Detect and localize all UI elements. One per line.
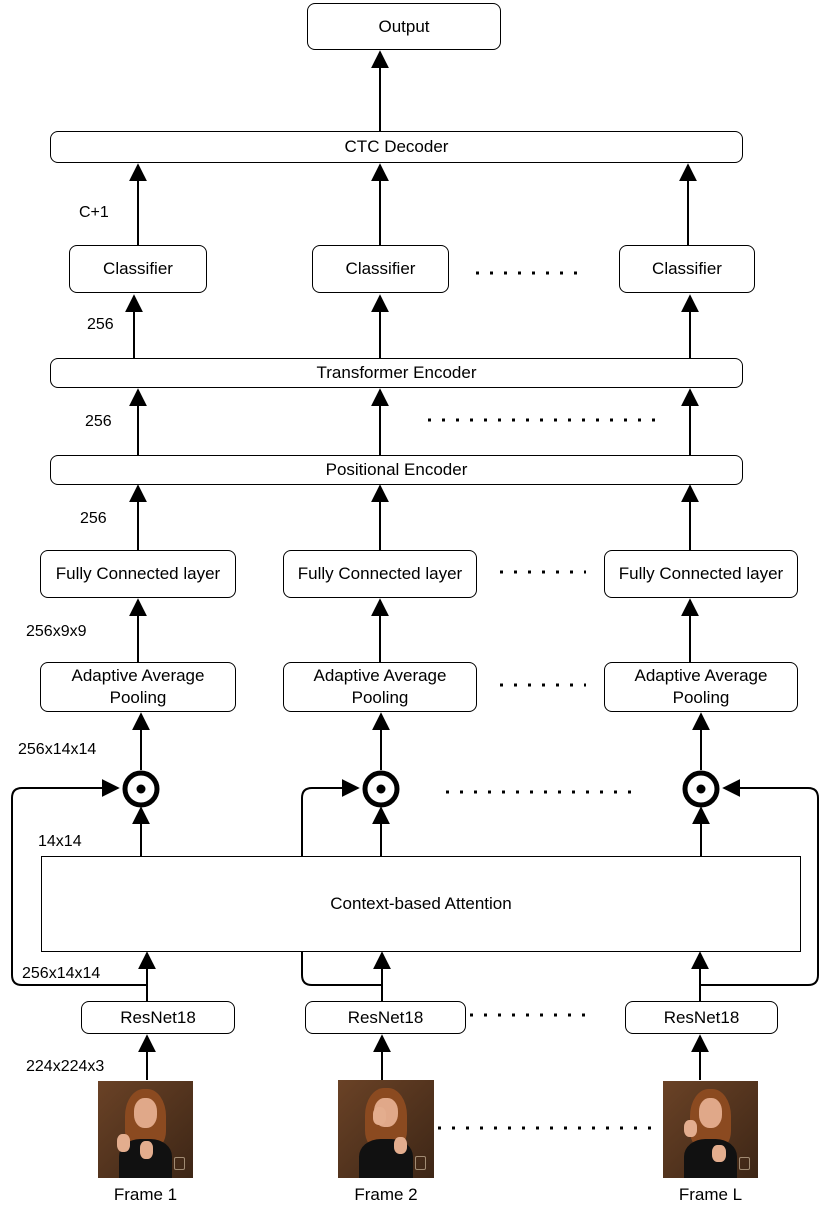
pooling-label-line1: Adaptive Average <box>71 666 205 685</box>
dim-label-pooling-out: 256x9x9 <box>26 623 87 640</box>
pooling-label-line2: Pooling <box>672 688 730 707</box>
fc-label: Fully Connected layer <box>297 564 463 583</box>
frame-caption-3: Frame L <box>678 1185 743 1204</box>
ctc-decoder-box: CTC Decoder <box>50 131 743 163</box>
resnet-label: ResNet18 <box>663 1007 740 1027</box>
dim-label-positional-in: 256 <box>80 510 107 527</box>
fc-label: Fully Connected layer <box>618 564 784 583</box>
dim-label-resnet-out: 256x14x14 <box>22 965 101 982</box>
pooling-box-1: Adaptive Average Pooling <box>40 662 236 712</box>
context-attention-label: Context-based Attention <box>330 894 512 913</box>
fc-box-1: Fully Connected layer <box>40 550 236 598</box>
ctc-decoder-label: CTC Decoder <box>344 137 449 156</box>
transformer-encoder-label: Transformer Encoder <box>316 363 477 382</box>
multiply-symbols <box>122 770 720 808</box>
pooling-label-line2: Pooling <box>351 688 409 707</box>
fc-box-2: Fully Connected layer <box>283 550 477 598</box>
resnet-label: ResNet18 <box>120 1007 196 1027</box>
classifier-label: Classifier <box>652 259 722 278</box>
dim-label-input: 224x224x3 <box>26 1058 105 1075</box>
dim-label-classes: C+1 <box>79 204 109 221</box>
positional-encoder-label: Positional Encoder <box>325 460 468 479</box>
frame-image-3 <box>663 1081 758 1178</box>
resnet-box-2: ResNet18 <box>305 1001 466 1034</box>
dim-label-classifier-in: 256 <box>87 316 114 333</box>
frame-image-2 <box>338 1080 434 1178</box>
classifier-box-2: Classifier <box>312 245 449 293</box>
pooling-label-line1: Adaptive Average <box>634 666 768 685</box>
transformer-encoder-box: Transformer Encoder <box>50 358 743 388</box>
resnet-box-3: ResNet18 <box>625 1001 778 1034</box>
frame-caption-2: Frame 2 <box>354 1185 418 1204</box>
output-box: Output <box>307 3 501 50</box>
fc-box-3: Fully Connected layer <box>604 550 798 598</box>
frame-image-1 <box>98 1081 193 1178</box>
classifier-label: Classifier <box>103 259 173 278</box>
pooling-box-2: Adaptive Average Pooling <box>283 662 477 712</box>
skip-path-3 <box>700 779 819 986</box>
dim-label-feature-map: 256x14x14 <box>18 741 97 758</box>
frame-caption-1: Frame 1 <box>113 1185 178 1204</box>
dim-label-transformer-in: 256 <box>85 413 112 430</box>
classifier-box-3: Classifier <box>619 245 755 293</box>
positional-encoder-box: Positional Encoder <box>50 455 743 485</box>
pooling-box-3: Adaptive Average Pooling <box>604 662 798 712</box>
pooling-label-line1: Adaptive Average <box>313 666 447 685</box>
skip-path-1 <box>11 779 147 986</box>
pooling-label-line2: Pooling <box>109 688 167 707</box>
resnet-box-1: ResNet18 <box>81 1001 235 1034</box>
dim-label-attention-map: 14x14 <box>38 833 82 850</box>
context-attention-box: Context-based Attention <box>41 856 801 952</box>
resnet-label: ResNet18 <box>347 1007 424 1027</box>
fc-label: Fully Connected layer <box>55 564 221 583</box>
classifier-box-1: Classifier <box>69 245 207 293</box>
output-label: Output <box>378 16 430 36</box>
classifier-label: Classifier <box>345 259 416 278</box>
